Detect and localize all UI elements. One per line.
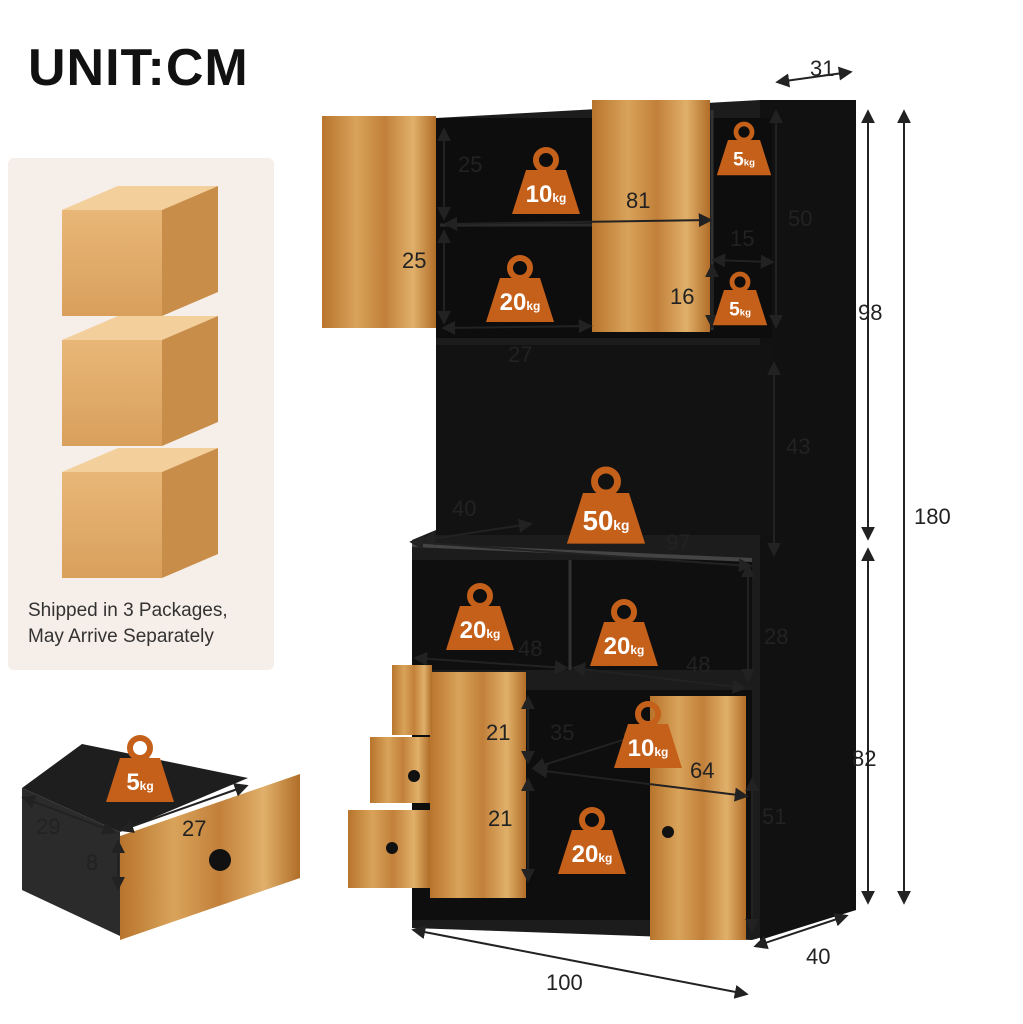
- dim-open-height: 43: [786, 434, 810, 459]
- dim-base-depth: 40: [806, 944, 830, 969]
- svg-text:20kg: 20kg: [500, 289, 541, 316]
- drawer-front-1: [392, 665, 432, 735]
- drawer-knob: [408, 770, 420, 782]
- dim-counter-width: 97: [666, 530, 690, 555]
- dim-lower-depth: 35: [550, 720, 574, 745]
- package-box-2: [62, 316, 218, 446]
- weight-badge-bottom-right-lower: 20kg: [558, 807, 626, 874]
- dim-upper-depth: 27: [508, 342, 532, 367]
- shipping-line-2: May Arrive Separately: [28, 626, 214, 647]
- drawer-knob: [386, 842, 398, 854]
- dim-side-width: 15: [730, 226, 754, 251]
- dim-lower-width: 64: [690, 758, 714, 783]
- weight-badge-top-right-lower: 5kg: [712, 271, 768, 326]
- dim-cubby-width-right: 48: [686, 652, 710, 677]
- dim-base-width: 100: [546, 970, 583, 995]
- dim-drawer-depth: 29: [36, 814, 60, 839]
- weight-badge-mid-left: 20kg: [446, 583, 514, 650]
- dim-total-height: 180: [914, 504, 951, 529]
- door-knob: [662, 826, 674, 838]
- dim-lower-height: 51: [762, 804, 786, 829]
- dim-drawer-height: 8: [86, 850, 98, 875]
- svg-text:5kg: 5kg: [126, 769, 153, 796]
- svg-text:5kg: 5kg: [729, 300, 751, 321]
- dim-cubby-width-left: 48: [518, 636, 542, 661]
- weight-badge-bottom-right-upper: 10kg: [614, 701, 682, 768]
- svg-text:20kg: 20kg: [460, 617, 501, 644]
- dim-lower-shelf-height-1: 21: [486, 720, 510, 745]
- package-box-1: [62, 186, 218, 316]
- dim-upper-shelf-height-1: 25: [458, 152, 482, 177]
- svg-text:10kg: 10kg: [526, 181, 567, 208]
- svg-text:20kg: 20kg: [604, 633, 645, 660]
- weight-badge-top-left-lower: 20kg: [486, 255, 554, 322]
- dim-upper-shelf-height-2: 25: [402, 248, 426, 273]
- weight-badge-drawer: 5kg: [106, 735, 174, 802]
- dim-cubby-height: 28: [764, 624, 788, 649]
- svg-text:50kg: 50kg: [583, 505, 630, 536]
- shipping-line-1: Shipped in 3 Packages,: [28, 600, 228, 621]
- lower-left-door: [430, 672, 526, 898]
- dim-upper-width: 81: [626, 188, 650, 213]
- upper-left-door: [322, 116, 436, 328]
- dim-lower-shelf-height-2: 21: [488, 806, 512, 831]
- shipping-note: Shipped in 3 Packages, May Arrive Separa…: [28, 598, 228, 650]
- weight-badges: 10kg 20kg 5kg 5kg 50kg 20kg 20kg 10kg 20kg 5kg: [106, 121, 772, 874]
- weight-badge-top-right-upper: 5kg: [716, 121, 772, 176]
- drawer-front-2: [370, 737, 430, 803]
- weight-badge-mid-right: 20kg: [590, 599, 658, 666]
- dim-upper-height: 50: [788, 206, 812, 231]
- svg-text:20kg: 20kg: [572, 841, 613, 868]
- dim-upper-total: 98: [858, 300, 882, 325]
- dimension-lines: [21, 66, 911, 999]
- dim-lower-total: 82: [852, 746, 876, 771]
- svg-text:5kg: 5kg: [733, 150, 755, 171]
- weight-badge-counter: 50kg: [566, 466, 646, 544]
- dim-drawer-width: 27: [182, 816, 206, 841]
- dim-counter-depth: 40: [452, 496, 476, 521]
- svg-text:10kg: 10kg: [628, 735, 669, 762]
- package-box-3: [62, 448, 218, 578]
- weight-badge-top-left-upper: 10kg: [512, 147, 580, 214]
- page-title: UNIT:CM: [28, 39, 249, 97]
- dim-depth-top: 31: [810, 56, 834, 81]
- dim-side-height: 16: [670, 284, 694, 309]
